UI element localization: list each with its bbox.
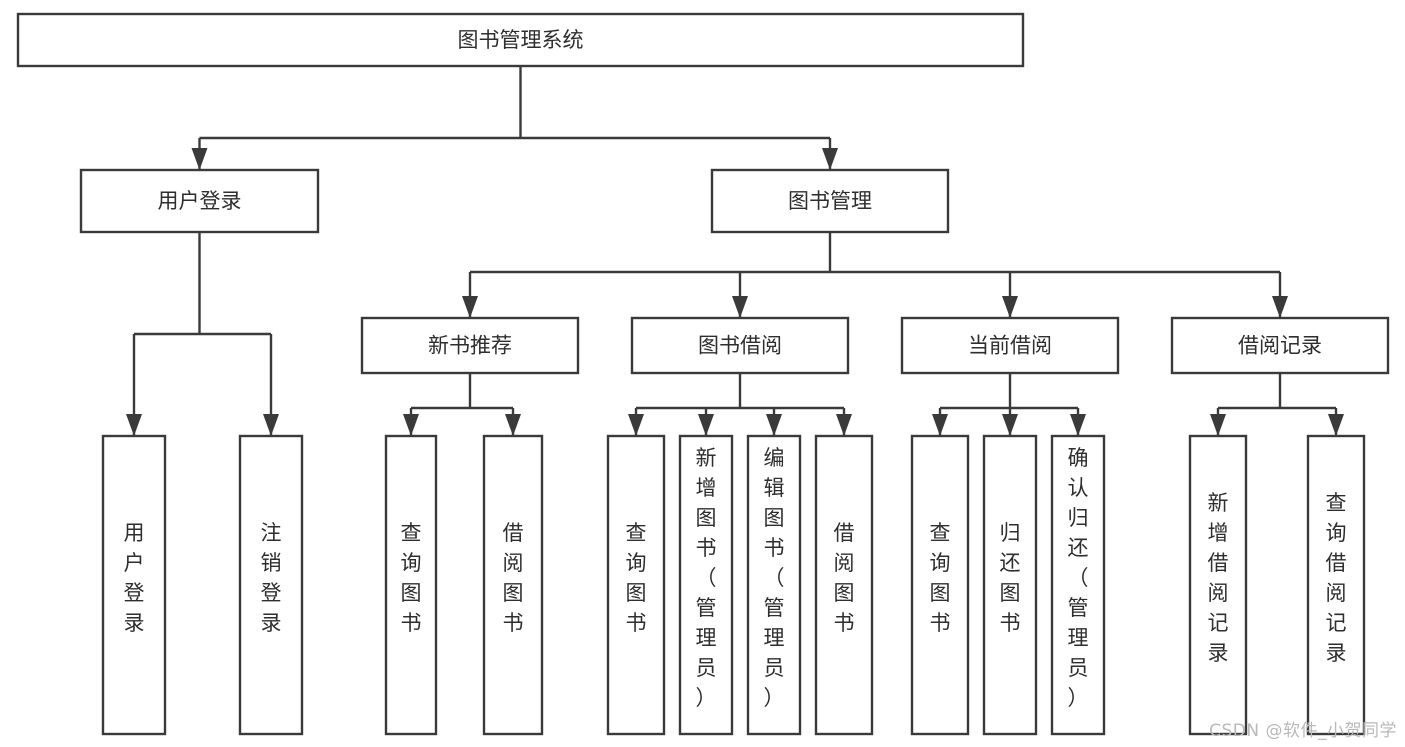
node-leaf-return-book[interactable]: 归还图书 xyxy=(982,434,1038,736)
node-box xyxy=(482,434,544,736)
node-box xyxy=(678,434,734,736)
node-box xyxy=(814,434,874,736)
node-label: 新增借阅记录 xyxy=(1208,491,1229,665)
node-label: 图书管理 xyxy=(788,189,872,213)
arrow-head-icon xyxy=(1272,296,1288,318)
node-box xyxy=(710,168,950,234)
node-box xyxy=(79,168,320,234)
arrow-head-icon xyxy=(1328,414,1344,436)
node-label: 新书推荐 xyxy=(428,334,512,358)
arrow-head-icon xyxy=(766,414,782,436)
node-box xyxy=(982,434,1038,736)
node-user-login[interactable]: 用户登录 xyxy=(79,168,320,234)
node-box xyxy=(746,434,802,736)
node-box xyxy=(384,434,438,736)
node-box xyxy=(630,316,850,375)
node-box xyxy=(1306,434,1366,736)
node-leaf-query-book-2[interactable]: 查询图书 xyxy=(606,434,666,736)
node-leaf-add-record[interactable]: 新增借阅记录 xyxy=(1188,434,1248,736)
node-book-manage[interactable]: 图书管理 xyxy=(710,168,950,234)
arrow-head-icon xyxy=(836,414,852,436)
node-box xyxy=(606,434,666,736)
node-borrow-record[interactable]: 借阅记录 xyxy=(1170,316,1390,375)
node-root[interactable]: 图书管理系统 xyxy=(16,12,1025,68)
node-label: 当前借阅 xyxy=(968,334,1052,358)
arrow-head-icon xyxy=(505,414,521,436)
node-leaf-query-book-3[interactable]: 查询图书 xyxy=(910,434,970,736)
node-leaf-edit-book[interactable]: 编辑图书（管理员） xyxy=(746,434,802,736)
arrow-head-icon xyxy=(822,148,838,170)
node-label: 查询借阅记录 xyxy=(1326,491,1347,665)
arrow-head-icon xyxy=(732,296,748,318)
arrow-head-icon xyxy=(1070,414,1086,436)
node-box xyxy=(360,316,580,375)
node-label: 图书管理系统 xyxy=(458,28,584,52)
node-label: 查询图书 xyxy=(626,521,647,635)
node-label: 注销登录 xyxy=(261,521,282,635)
node-leaf-borrow-book-2[interactable]: 借阅图书 xyxy=(814,434,874,736)
node-label: 新增图书（管理员） xyxy=(696,446,717,710)
node-label: 借阅记录 xyxy=(1238,334,1322,358)
node-label: 用户登录 xyxy=(124,521,145,635)
node-new-book-rec[interactable]: 新书推荐 xyxy=(360,316,580,375)
node-leaf-user-login[interactable]: 用户登录 xyxy=(101,434,167,736)
node-box xyxy=(910,434,970,736)
node-label: 借阅图书 xyxy=(503,521,524,635)
node-leaf-add-book[interactable]: 新增图书（管理员） xyxy=(678,434,734,736)
node-book-borrow[interactable]: 图书借阅 xyxy=(630,316,850,375)
node-current-borrow[interactable]: 当前借阅 xyxy=(900,316,1120,375)
node-leaf-query-record[interactable]: 查询借阅记录 xyxy=(1306,434,1366,736)
node-box xyxy=(1188,434,1248,736)
arrow-head-icon xyxy=(462,296,478,318)
node-leaf-query-book-1[interactable]: 查询图书 xyxy=(384,434,438,736)
node-box xyxy=(900,316,1120,375)
node-label: 查询图书 xyxy=(930,521,951,635)
node-label: 图书借阅 xyxy=(698,334,782,358)
node-label: 编辑图书（管理员） xyxy=(764,446,785,710)
arrow-head-icon xyxy=(263,414,279,436)
node-leaf-borrow-book-1[interactable]: 借阅图书 xyxy=(482,434,544,736)
node-box xyxy=(101,434,167,736)
arrow-head-icon xyxy=(932,414,948,436)
node-label: 确认归还（管理员） xyxy=(1068,446,1089,710)
arrow-head-icon xyxy=(698,414,714,436)
node-box xyxy=(1050,434,1106,736)
arrow-head-icon xyxy=(191,148,208,170)
node-label: 归还图书 xyxy=(1000,521,1021,635)
arrow-head-icon xyxy=(1210,414,1226,436)
node-leaf-user-logout[interactable]: 注销登录 xyxy=(238,434,304,736)
node-label: 查询图书 xyxy=(401,521,422,635)
node-leaf-confirm-return[interactable]: 确认归还（管理员） xyxy=(1050,434,1106,736)
node-label: 用户登录 xyxy=(158,189,242,213)
arrow-head-icon xyxy=(403,414,419,436)
node-box xyxy=(16,12,1025,68)
arrow-head-icon xyxy=(628,414,644,436)
arrow-head-icon xyxy=(1002,296,1018,318)
arrow-head-icon xyxy=(1002,414,1018,436)
node-box xyxy=(1170,316,1390,375)
node-label: 借阅图书 xyxy=(834,521,855,635)
arrow-head-icon xyxy=(126,414,142,436)
connectors-layer xyxy=(126,66,1344,436)
nodes-layer: 图书管理系统用户登录图书管理新书推荐图书借阅当前借阅借阅记录用户登录注销登录查询… xyxy=(16,12,1390,736)
node-box xyxy=(238,434,304,736)
